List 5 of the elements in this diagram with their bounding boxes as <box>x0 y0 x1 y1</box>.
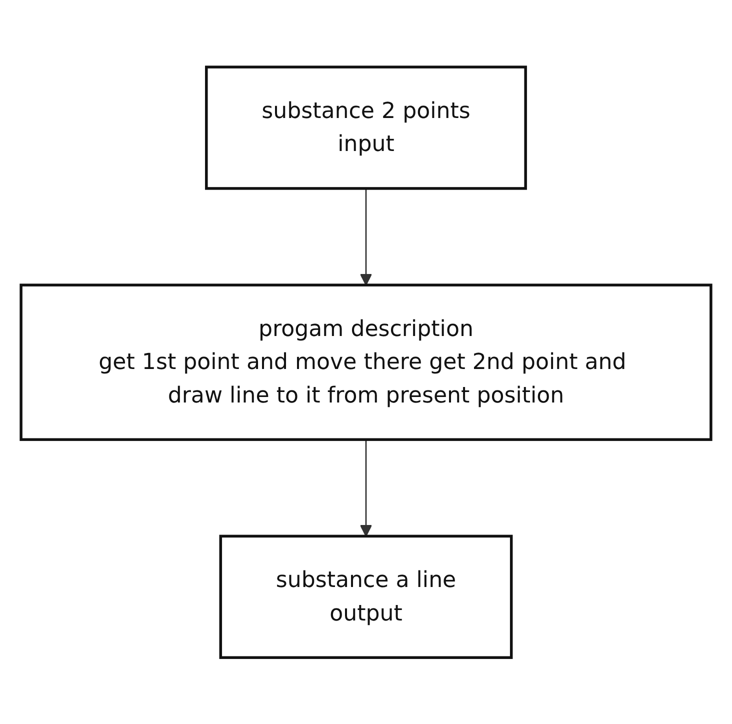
arrow <box>360 439 372 536</box>
node-box: substance 2 points input <box>205 65 527 190</box>
node-box: substance a line output <box>219 534 513 659</box>
node-box: progam description get 1st point and move there get 2nd point and draw line to it from present position <box>20 283 712 441</box>
arrow <box>360 188 372 286</box>
